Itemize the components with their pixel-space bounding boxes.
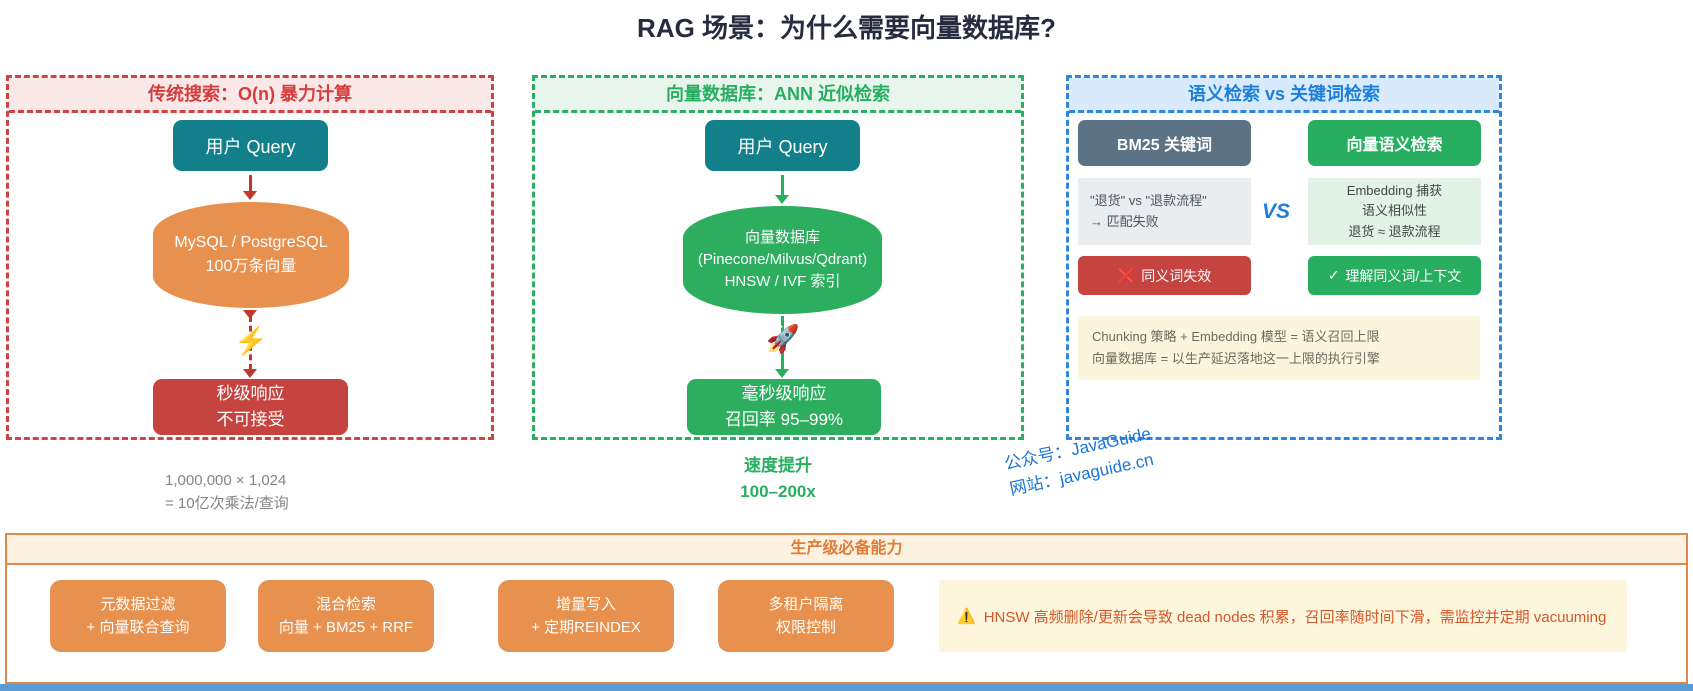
cross-icon: ❌	[1117, 267, 1136, 283]
arrow-down-icon	[243, 191, 257, 200]
capability-box-multi-tenant: 多租户隔离 权限控制	[718, 580, 894, 652]
production-header: 生产级必备能力	[7, 535, 1686, 565]
chunking-note-box: Chunking 策略 + Embedding 模型 = 语义召回上限 向量数据…	[1078, 316, 1480, 380]
capability-line: 权限控制	[775, 619, 836, 636]
user-query-box-traditional: 用户 Query	[173, 120, 328, 171]
arrow-down-icon	[243, 369, 257, 378]
caption-line: = 10亿次乘法/查询	[165, 494, 289, 512]
capability-line: + 向量联合查询	[86, 619, 190, 636]
panel-traditional-header: 传统搜索：O(n) 暴力计算	[9, 78, 491, 113]
verdict-label: 同义词失效	[1141, 267, 1212, 284]
dashed-arrow-line	[249, 316, 252, 370]
panel-vector-database: 向量数据库：ANN 近似检索 用户 Query 向量数据库 (Pinecone/…	[532, 75, 1024, 440]
capability-line: + 定期REINDEX	[531, 619, 641, 636]
capability-line: 元数据过滤	[100, 595, 176, 613]
detail-line: Embedding 捕获	[1346, 183, 1443, 199]
capability-line: 向量 + BM25 + RRF	[278, 619, 414, 636]
arrow-down-icon	[775, 369, 789, 378]
vector-db-cylinder: 向量数据库 (Pinecone/Milvus/Qdrant) HNSW / IV…	[683, 206, 882, 314]
caption-line: 1,000,000 × 1,024	[165, 472, 287, 489]
rocket-icon: 🚀	[766, 324, 800, 354]
check-icon: ✓	[1327, 267, 1340, 283]
db-line: MySQL / PostgreSQL	[174, 234, 328, 251]
semantic-title-box: 向量语义检索	[1308, 120, 1481, 166]
verdict-label: 理解同义词/上下文	[1345, 267, 1462, 284]
bottom-blue-bar	[0, 684, 1693, 691]
bm25-title-box: BM25 关键词	[1078, 120, 1251, 166]
panel-traditional-search: 传统搜索：O(n) 暴力计算 用户 Query MySQL / PostgreS…	[6, 75, 494, 440]
panel-vector-header: 向量数据库：ANN 近似检索	[535, 78, 1021, 113]
speedup-caption: 速度提升 100–200x	[713, 453, 843, 504]
fast-result-box: 毫秒级响应 召回率 95–99%	[687, 379, 881, 435]
slow-result-box: 秒级响应 不可接受	[153, 379, 348, 435]
db-line: HNSW / IVF 索引	[724, 272, 841, 290]
capability-box-incremental-write: 增量写入 + 定期REINDEX	[498, 580, 674, 652]
caption-line: 速度提升	[744, 456, 812, 475]
capability-line: 混合检索	[315, 595, 376, 613]
semantic-detail-box: Embedding 捕获 语义相似性 退货 ≈ 退款流程	[1308, 178, 1481, 245]
capability-box-metadata-filter: 元数据过滤 + 向量联合查询	[50, 580, 226, 652]
arrow-line	[781, 175, 784, 197]
warning-icon: ⚠️	[957, 608, 976, 625]
vs-label: VS	[1262, 200, 1291, 223]
capability-line: 多租户隔离	[768, 595, 844, 613]
mysql-cylinder: MySQL / PostgreSQL 100万条向量	[153, 202, 349, 308]
db-line: 100万条向量	[205, 258, 297, 275]
caption-line: 100–200x	[740, 481, 816, 501]
detail-line: → 匹配失败	[1090, 213, 1159, 229]
db-line: 向量数据库	[744, 229, 820, 247]
arrow-down-icon	[775, 195, 789, 204]
page-title: RAG 场景：为什么需要向量数据库?	[637, 13, 1056, 43]
panel-production-capabilities: 生产级必备能力 元数据过滤 + 向量联合查询 混合检索 向量 + BM25 + …	[5, 533, 1688, 684]
bm25-detail-box: "退货" vs "退款流程" → 匹配失败	[1078, 178, 1251, 245]
arrow-line	[781, 316, 784, 370]
panel-semantic-vs-keyword: 语义检索 vs 关键词检索 BM25 关键词 向量语义检索 "退货" vs "退…	[1066, 75, 1502, 440]
bruteforce-cost-caption: 1,000,000 × 1,024 = 10亿次乘法/查询	[165, 470, 289, 515]
db-line: (Pinecone/Milvus/Qdrant)	[697, 251, 868, 269]
user-query-box-vector: 用户 Query	[705, 120, 860, 171]
capability-box-hybrid-search: 混合检索 向量 + BM25 + RRF	[258, 580, 434, 652]
panel-compare-header: 语义检索 vs 关键词检索	[1069, 78, 1499, 113]
note-line: 向量数据库 = 以生产延迟落地这一上限的执行引擎	[1092, 351, 1380, 366]
bm25-verdict-box: ❌ 同义词失效	[1078, 256, 1251, 295]
result-line: 秒级响应	[216, 383, 285, 403]
detail-line: "退货" vs "退款流程"	[1090, 193, 1207, 209]
arrow-line	[249, 175, 252, 193]
capability-line: 增量写入	[555, 595, 616, 613]
hnsw-warning-note: ⚠️ HNSW 高频删除/更新会导致 dead nodes 积累，召回率随时间下…	[939, 580, 1627, 652]
lightning-icon: ⚡	[234, 326, 268, 356]
warning-text: HNSW 高频删除/更新会导致 dead nodes 积累，召回率随时间下滑，需…	[983, 608, 1607, 626]
detail-line: 语义相似性	[1361, 203, 1427, 219]
note-line: Chunking 策略 + Embedding 模型 = 语义召回上限	[1092, 328, 1380, 344]
semantic-verdict-box: ✓ 理解同义词/上下文	[1308, 256, 1481, 295]
result-line: 不可接受	[216, 410, 285, 429]
result-line: 毫秒级响应	[741, 383, 827, 403]
arrow-down-icon	[243, 310, 257, 319]
result-line: 召回率 95–99%	[724, 410, 844, 429]
detail-line: 退货 ≈ 退款流程	[1348, 223, 1441, 239]
